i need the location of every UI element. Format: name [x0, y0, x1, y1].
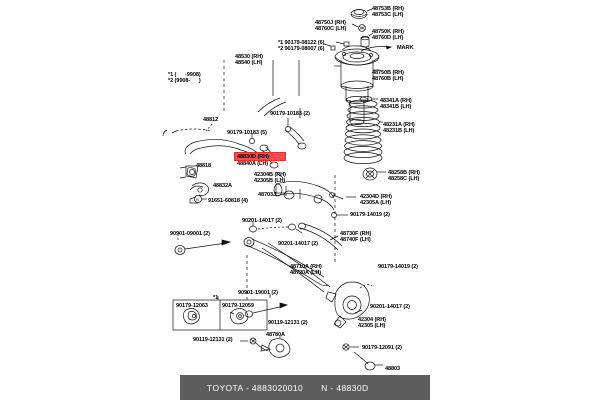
- footer-brand-part: TOYOTA - 4883020010: [207, 382, 304, 393]
- part-label-l-mark: MARK: [397, 45, 414, 51]
- part-label-l-91651: 91651-60818 (4): [208, 198, 248, 204]
- part-label-l-90119b: 90119-12131 (2): [193, 337, 233, 343]
- part-label-l-notebox2: 90179-12059: [222, 303, 254, 309]
- highlight-box: [234, 152, 286, 161]
- part-label-l-48812: 48812: [203, 117, 219, 123]
- part-label-l-90179a: 90179-10183 (5): [227, 130, 267, 136]
- part-label-l-48753: 48753B (RH) 48753C (LH): [372, 6, 404, 19]
- part-label-l-90119a: 90119-12131 (2): [268, 320, 308, 326]
- part-label-l-48258: 48258B (RH) 48258C (LH): [388, 170, 420, 183]
- part-label-l-42304D: 42304D (RH) 42305A (LH): [360, 194, 392, 207]
- part-label-l-90901b: 90901-19001 (2): [238, 290, 278, 296]
- part-label-l-48730F: 48730F (RH) 48740F (LH): [340, 231, 372, 244]
- part-label-l-90179c: 90179-14019 (2): [350, 212, 390, 218]
- part-label-l-notestar: *1: [213, 295, 219, 301]
- part-label-l-48832A: 48832A: [213, 183, 232, 189]
- svg-text:R: R: [196, 197, 199, 202]
- part-label-l-48710A: 48710A (RH) 48720A (LH): [290, 264, 322, 277]
- part-label-l-48818: 48818: [196, 163, 212, 169]
- part-label-l-90179b: 90179-10183 (2): [270, 111, 310, 117]
- part-label-l-48750B: 48750B (RH) 48760B (LH): [372, 70, 404, 83]
- part-label-l-48840: 48840A (LH): [237, 161, 269, 167]
- part-label-l-90179d: 90179-14019 (2): [378, 264, 418, 270]
- part-label-l-42304: 42304 (RH) 42305 (LH): [358, 317, 386, 330]
- part-label-l-48780A: 48780A: [266, 332, 285, 338]
- part-label-l-90179e: 90179-12091 (2): [362, 345, 402, 351]
- part-label-l-notebox1: 90179-12063: [176, 303, 208, 309]
- part-label-l-48341: 48341A (RH) 48341B (LH): [380, 98, 412, 111]
- part-label-l-48530: 48530 (RH) 48540 (LH): [235, 54, 263, 67]
- part-label-l-48750J: 48750J (RH) 48760C (LH): [315, 20, 347, 33]
- footer-bar: TOYOTA - 4883020010 N - 48830D: [180, 375, 430, 400]
- part-label-l-48703J: 48703J: [258, 192, 277, 198]
- part-label-l-90201b: 90201-14017 (2): [278, 241, 318, 247]
- part-label-l-90901a: 90901-09001 (2): [170, 231, 210, 237]
- part-label-l-note1: *1 90179-08122 (6) *2 90179-08007 (6): [278, 40, 325, 53]
- part-label-l-48750K: 48750K (RH) 48760D (LH): [372, 29, 404, 42]
- part-label-l-48830: 48830D (RH): [237, 154, 269, 160]
- part-label-l-48803: 48803: [385, 366, 401, 372]
- part-label-l-note2: *1 ( -9908) *2 (9908- ): [168, 72, 201, 85]
- part-label-l-90201c: 90201-14017 (2): [370, 304, 410, 310]
- part-label-l-90201a: 90201-14017 (2): [242, 218, 282, 224]
- part-label-l-42304B: 42304B (RH) 42305B (LH): [254, 172, 286, 185]
- footer-ref-code: N - 48830D: [321, 382, 369, 393]
- part-label-l-48231: 48231A (RH) 48231B (LH): [383, 122, 415, 135]
